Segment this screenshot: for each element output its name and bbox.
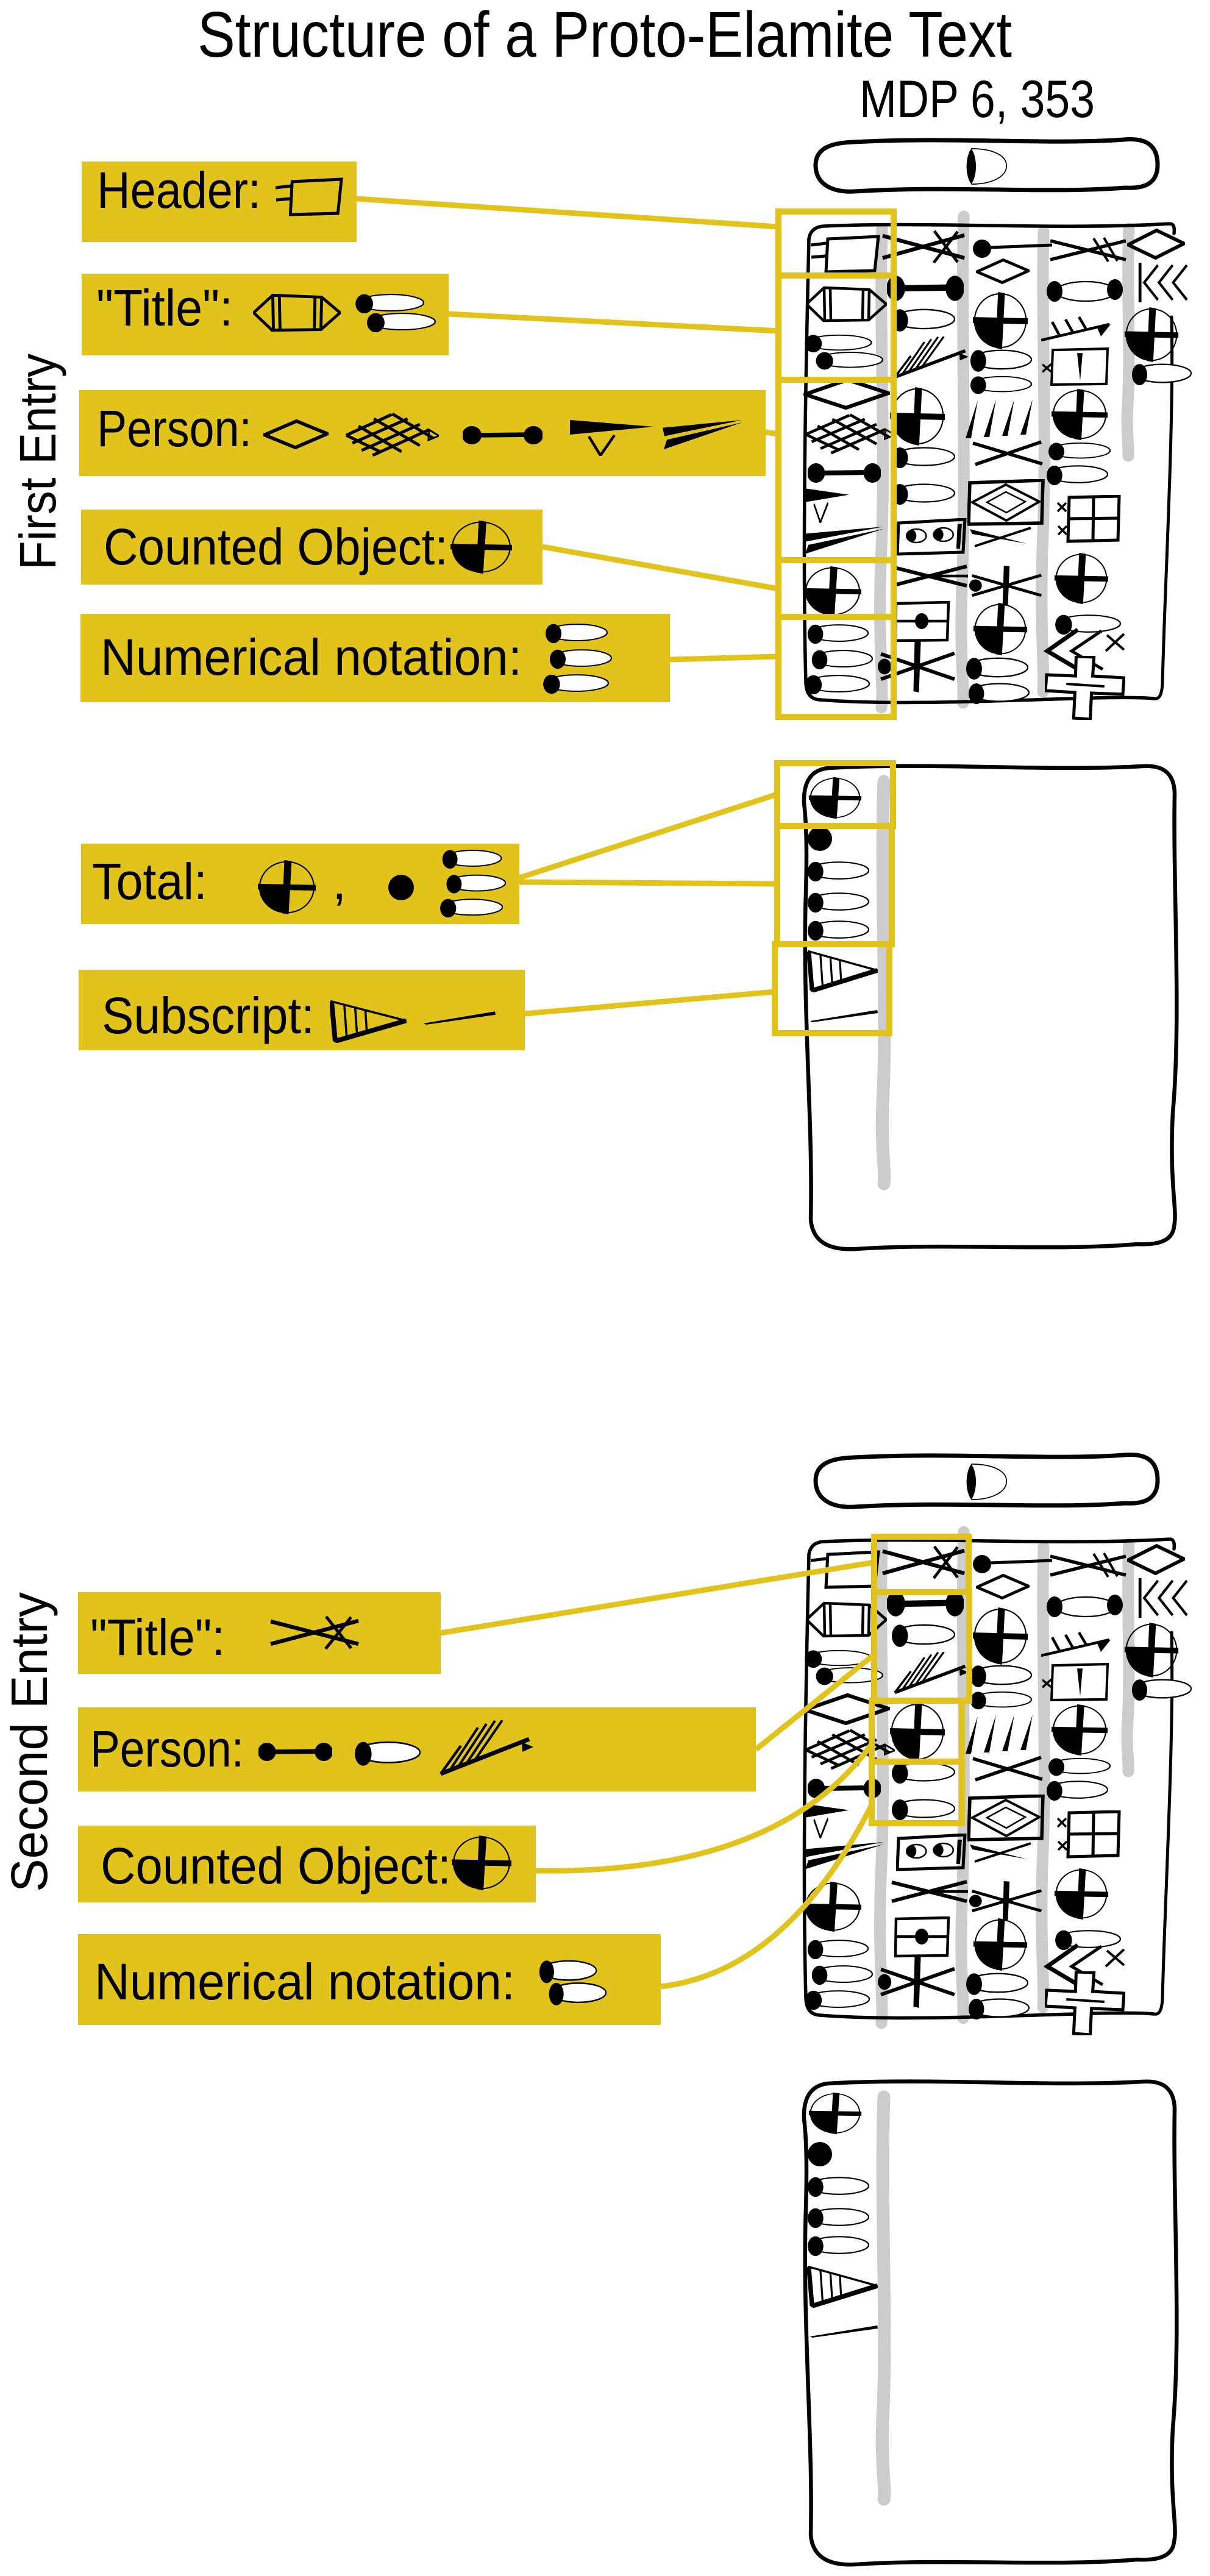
label-header: Header: [82,162,357,242]
tablet-reverse-1 [804,766,1176,1250]
sign-three-teardrops-icon [440,850,505,918]
label-title: "Title": [82,274,449,355]
highlight-subscript-region [772,941,892,1036]
second-entry-section: Second Entry "Title": Person: [1,1455,1191,2565]
label-subscript: Subscript: [79,970,525,1050]
first-entry-highlights [772,208,897,1036]
label-person-2-text: Person: [90,1720,244,1777]
label-title-2-text: "Title": [90,1609,225,1666]
connector-counted-object [542,544,779,592]
label-header-box [82,162,357,242]
label-person-text: Person: [97,400,252,457]
connector-title-2 [440,1559,875,1636]
label-numerical-notation-2: Numerical notation: [78,1934,661,2025]
highlight-numerical-region-2 [869,1759,965,1826]
connector-total-b [519,879,778,887]
label-title-2: "Title": [78,1592,441,1674]
label-title-2-box [78,1592,441,1674]
label-counted-object-text: Counted Object: [104,518,448,575]
connector-title [448,311,779,334]
connector-header [356,196,779,230]
connector-person-2 [754,1651,878,1752]
connector-subscript [524,989,775,1017]
label-total-text: Total: [92,853,207,910]
label-total-separator: , [332,853,346,910]
label-numerical-notation-2-text: Numerical notation: [94,1953,515,2010]
connector-total-a [518,791,778,881]
label-title-text: "Title": [96,279,233,336]
label-counted-object: Counted Object: [81,510,543,585]
second-entry-connectors [440,1559,878,1990]
tablet-obverse-1 [804,216,1191,719]
label-numerical-notation-text: Numerical notation: [101,628,522,686]
label-subscript-box [79,970,525,1050]
first-entry-side-label: First Entry [9,354,66,570]
label-counted-object-2: Counted Object: [78,1826,536,1902]
label-person-2: Person: [78,1707,756,1791]
second-entry-side-label: Second Entry [1,1592,58,1892]
label-total: Total: , [81,844,519,924]
tablet-id-label: MDP 6, 353 [859,70,1095,129]
first-entry-connectors [356,196,779,1017]
tablet-obverse-2 [804,1532,1191,2035]
tablet-side-view-2 [816,1455,1158,1507]
label-numerical-notation: Numerical notation: [80,614,670,702]
sign-three-teardrops-icon [543,624,611,694]
highlight-numerical-region [775,614,897,720]
label-subscript-text: Subscript: [102,987,315,1044]
tablet-side-view-1 [816,140,1158,192]
label-header-text: Header: [97,162,261,219]
connector-counted-object-2 [535,1740,876,1874]
sign-dot-icon [388,875,414,900]
connector-numerical-notation [669,653,779,663]
connector-numerical-notation-2 [660,1803,875,1990]
first-entry-section: First Entry [9,140,1191,1250]
second-entry-highlights [869,1534,972,1826]
tablet-reverse-2 [804,2082,1176,2565]
label-counted-object-2-text: Counted Object: [101,1837,451,1895]
figure-title: Structure of a Proto-Elamite Text [198,0,1012,71]
label-person: Person: [79,390,766,476]
